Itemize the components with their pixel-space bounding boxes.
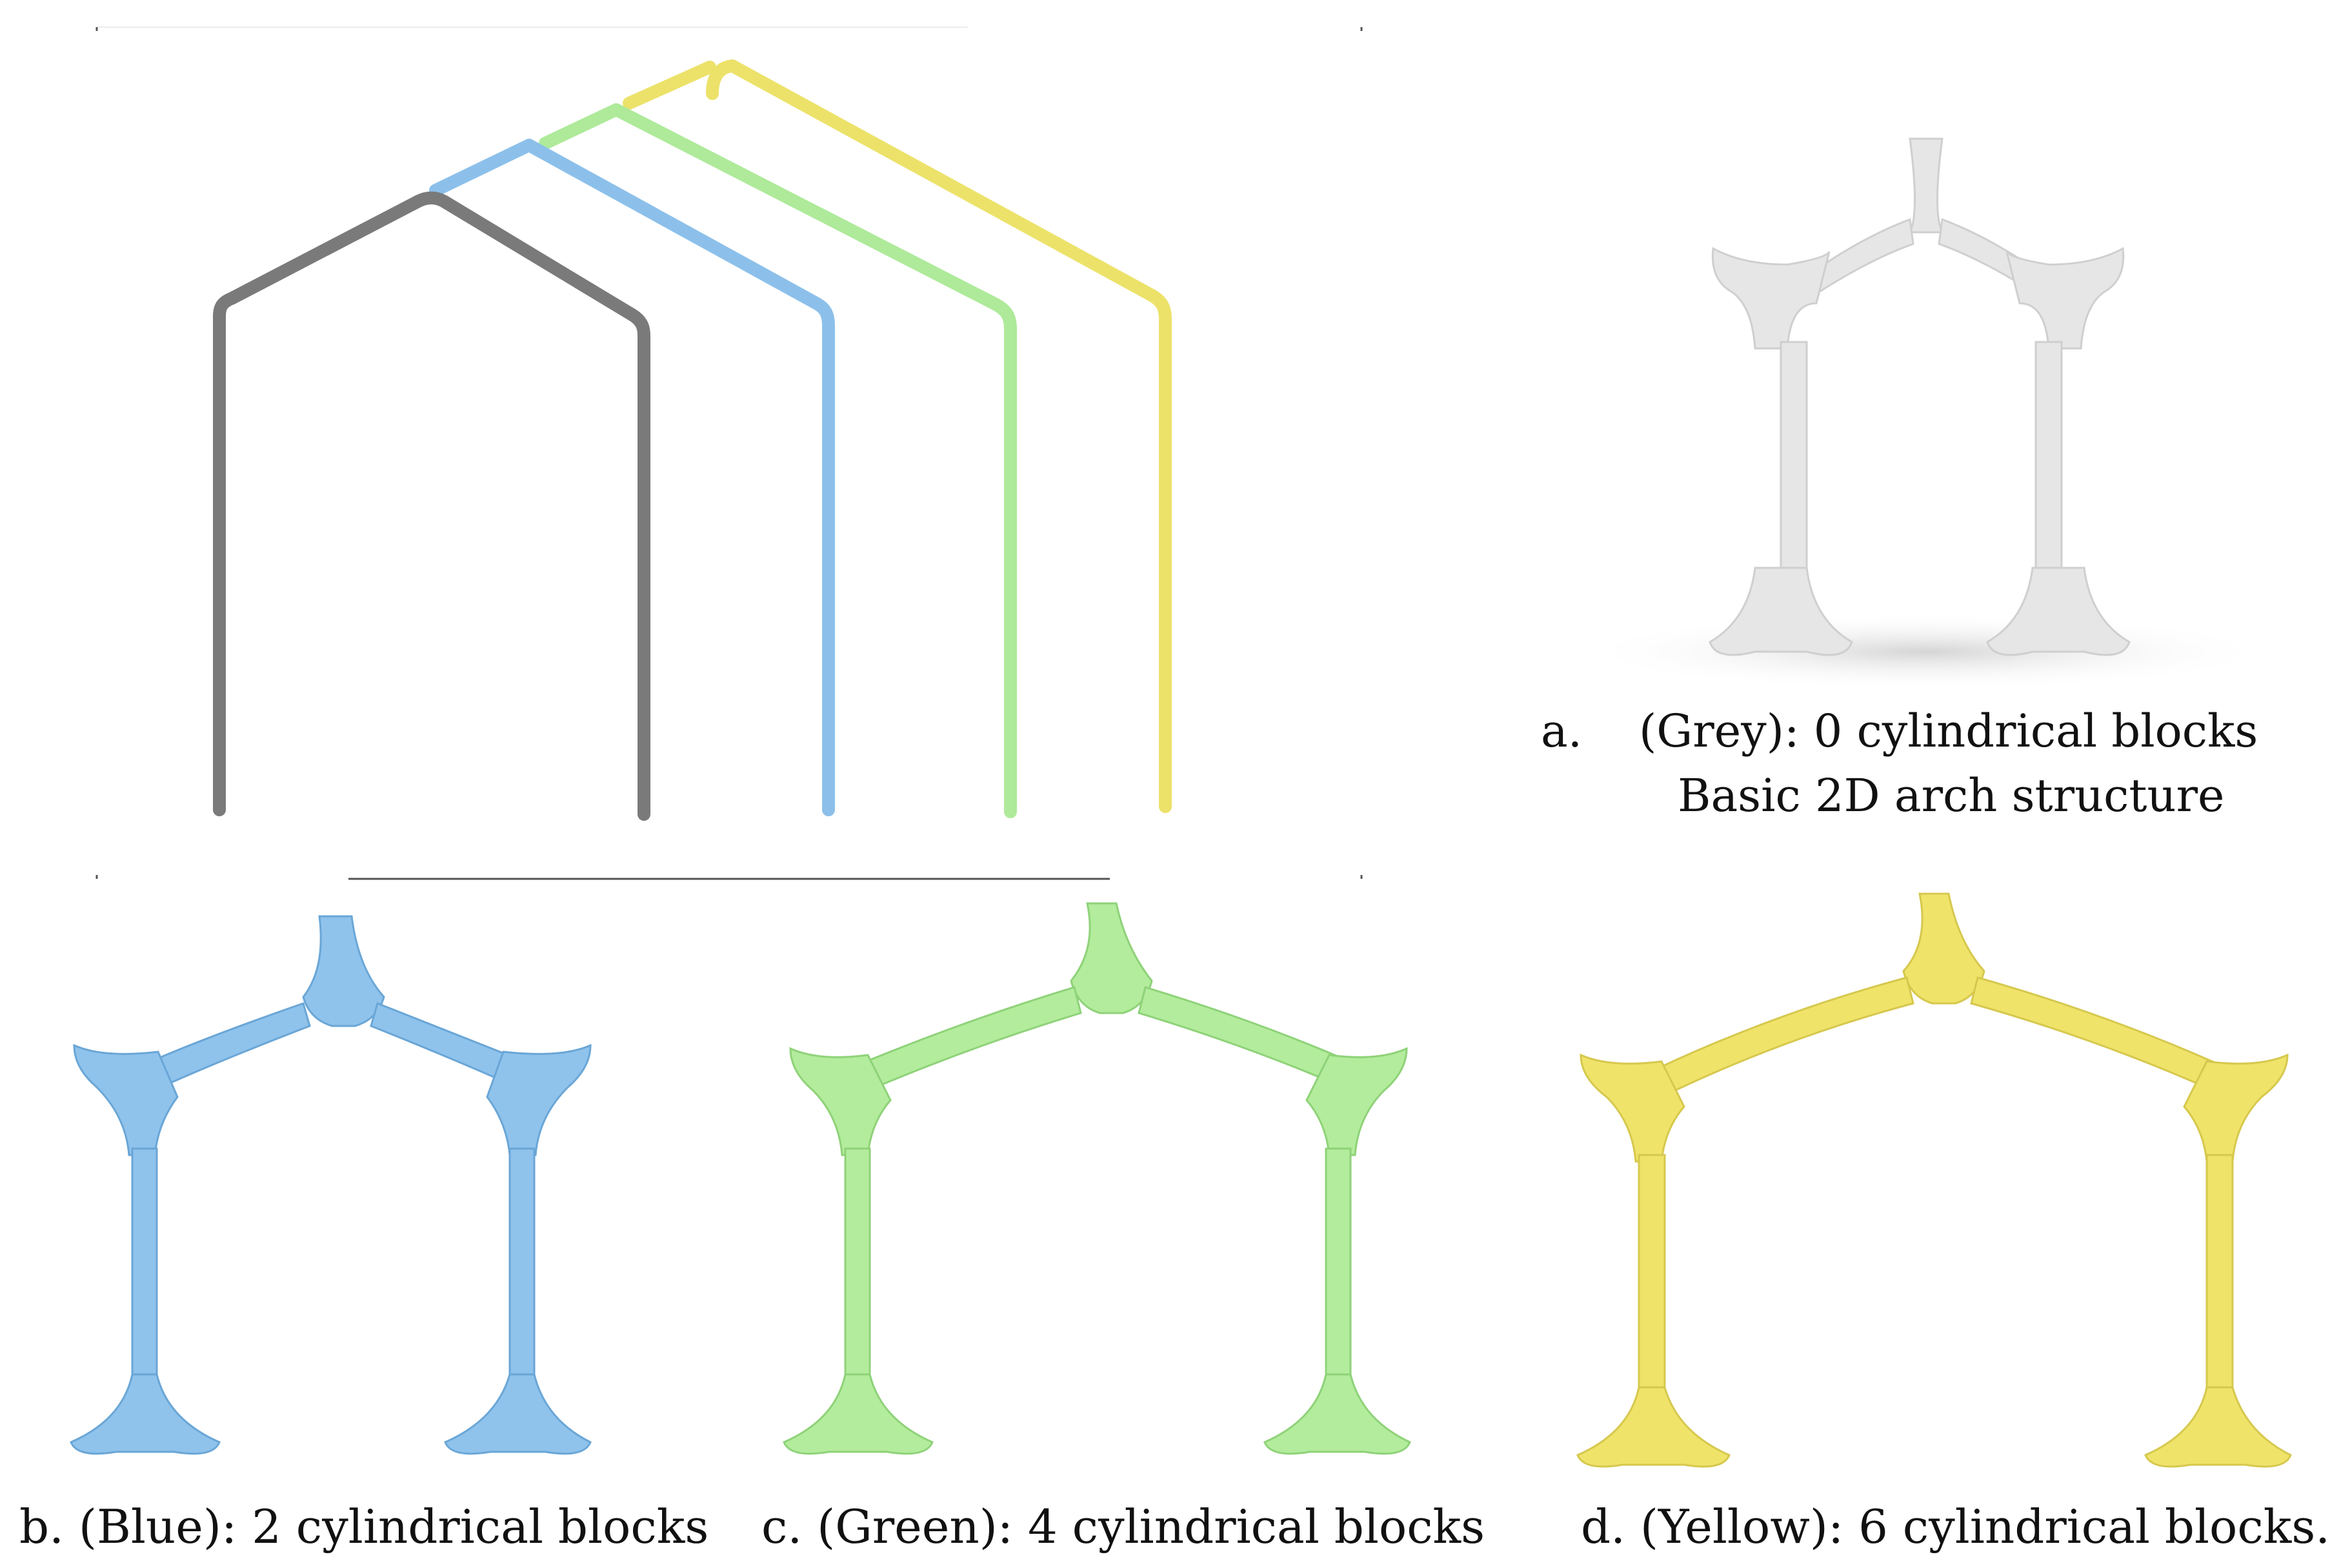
floor-shadow: [1578, 613, 2275, 690]
blue-right-foot: [444, 1373, 592, 1455]
green-beam-right: [1138, 986, 1343, 1086]
grey-right-foot: [1986, 567, 2131, 656]
green-beam-left: [857, 986, 1082, 1092]
blue-left-foot: [70, 1373, 221, 1455]
grey-left-shoulder: [1711, 246, 1831, 350]
outline-diagram: [95, 26, 1363, 880]
outline-yellow-left-arm: [623, 61, 716, 110]
yellow-left-column: [1638, 1154, 1666, 1395]
blue-left-column: [131, 1147, 158, 1382]
caption-a-title: (Grey): 0 cylindrical blocks: [1639, 705, 2258, 758]
outline-blue: [429, 139, 835, 816]
blue-right-column: [508, 1147, 536, 1382]
yellow-top-hub: [1902, 892, 1985, 1005]
yellow-beam-right: [1970, 976, 2221, 1092]
blue-beam-right: [370, 1002, 517, 1086]
grey-left-column: [1780, 341, 1808, 576]
caption-c: c. (Green): 4 cylindrical blocks: [761, 1500, 1485, 1554]
arch-model-blue: [70, 915, 592, 1455]
green-top-hub: [1070, 902, 1153, 1014]
blue-left-shoulder: [73, 1043, 179, 1156]
green-right-foot: [1263, 1373, 1411, 1455]
grey-right-shoulder: [2005, 246, 2125, 350]
blue-top-hub: [302, 915, 385, 1027]
outline-yellow: [706, 59, 1172, 813]
outline-grey: [213, 191, 650, 821]
arch-model-yellow: [1576, 892, 2292, 1468]
caption-a-letter: a.: [1541, 705, 1582, 758]
yellow-beam-left: [1651, 976, 1914, 1099]
green-left-foot: [783, 1373, 934, 1455]
grey-right-column: [2034, 341, 2063, 576]
arch-model-grey: [1578, 137, 2275, 690]
grey-left-foot: [1709, 567, 1853, 656]
grey-top-beam-left: [1799, 217, 1914, 302]
caption-d: d. (Yellow): 6 cylindrical blocks.: [1581, 1500, 2330, 1554]
grey-top-hub: [1908, 137, 1944, 234]
caption-a-subtitle: Basic 2D arch structure: [1678, 769, 2225, 822]
caption-b: b. (Blue): 2 cylindrical blocks: [19, 1500, 709, 1554]
yellow-right-column: [2205, 1154, 2234, 1395]
yellow-right-foot: [2144, 1386, 2292, 1468]
blue-beam-left: [157, 1002, 311, 1086]
green-right-column: [1325, 1147, 1352, 1382]
outline-green: [539, 103, 1017, 818]
yellow-left-foot: [1576, 1386, 1731, 1468]
green-left-column: [844, 1147, 871, 1382]
arch-model-green: [783, 902, 1411, 1455]
blue-right-shoulder: [486, 1043, 592, 1156]
